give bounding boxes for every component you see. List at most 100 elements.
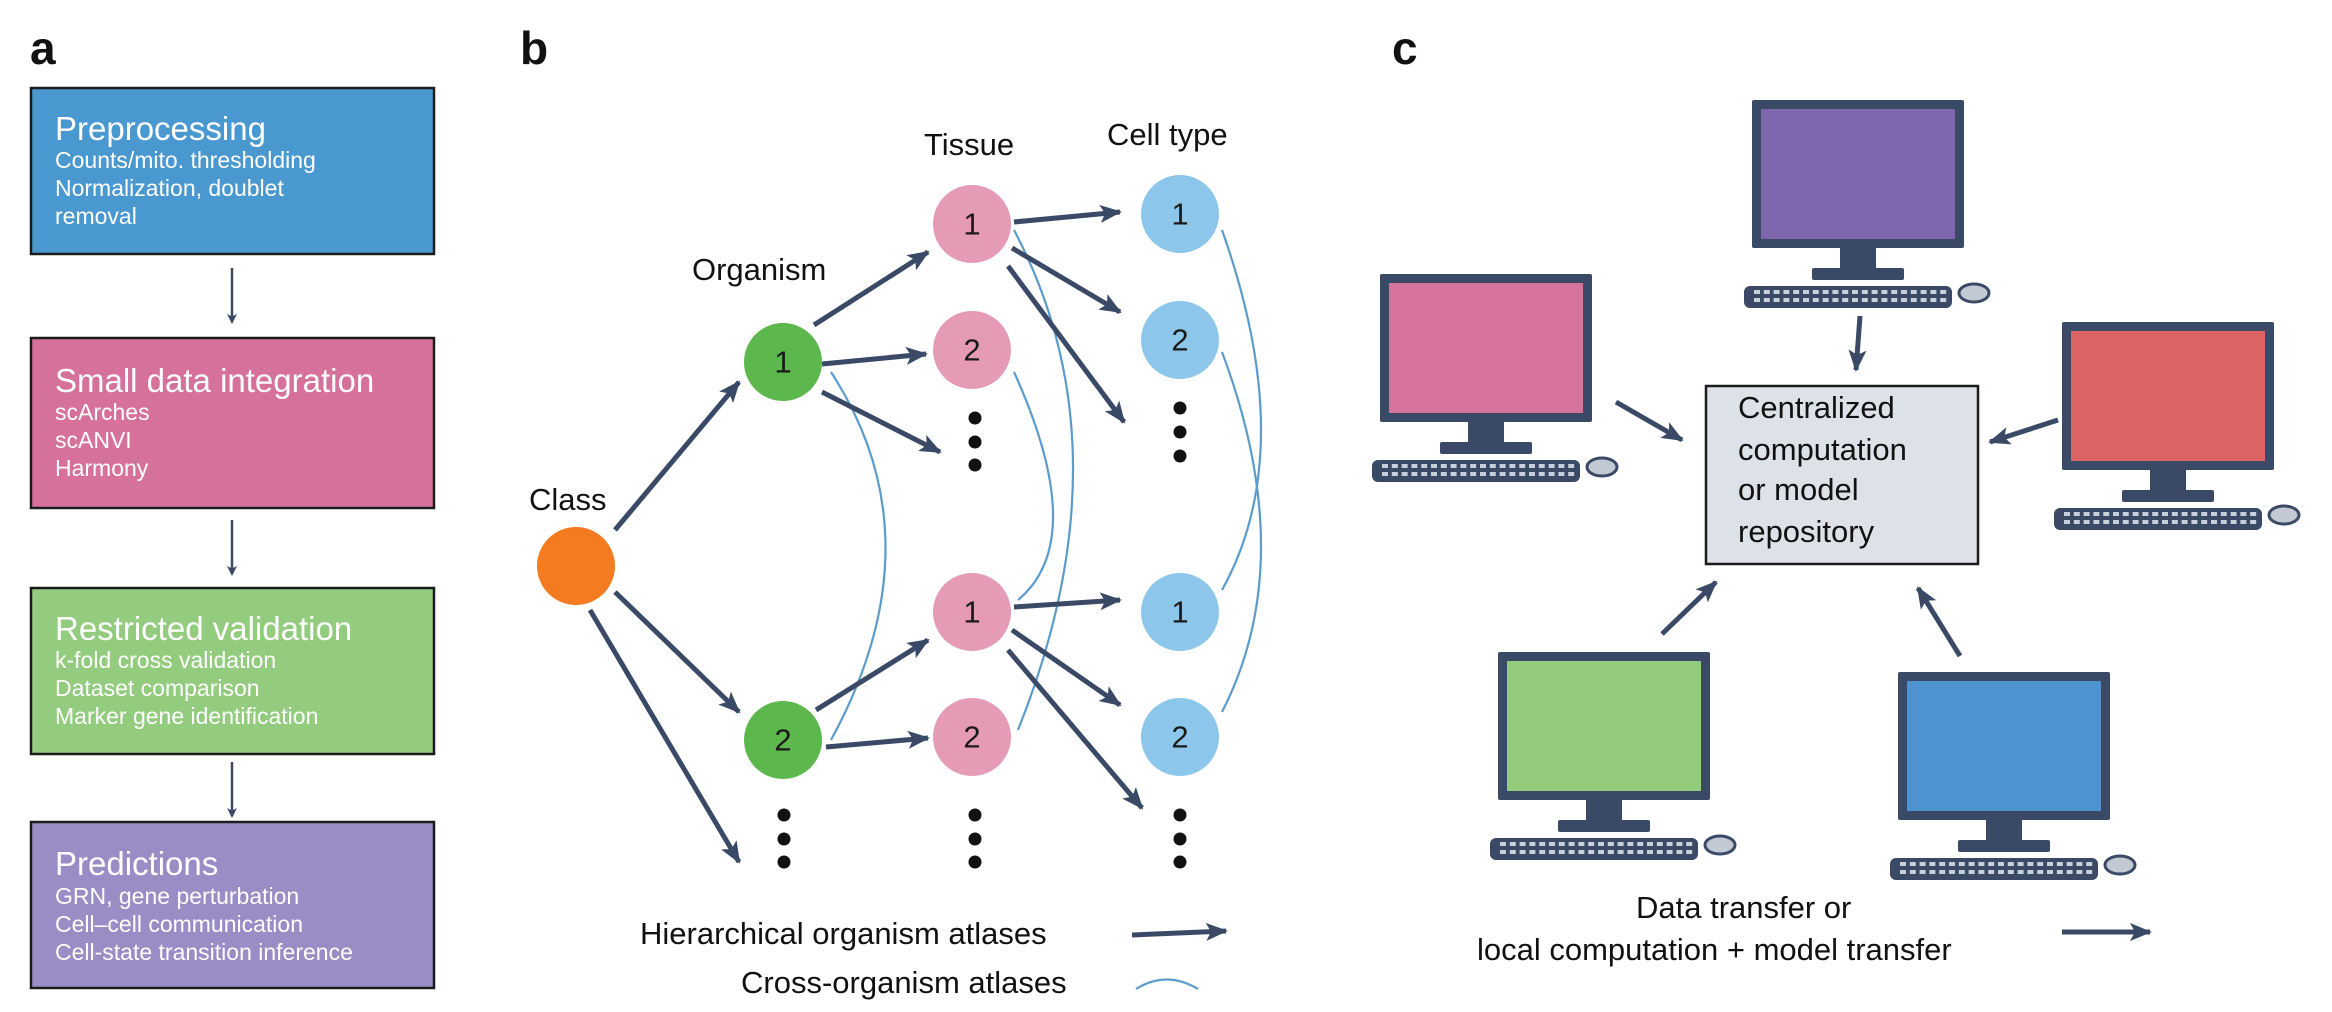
hierarchy-arrow — [821, 346, 928, 367]
monitor-icon — [1380, 274, 1592, 454]
pipeline-box-bg — [29, 820, 436, 990]
central-text-line: Centralized — [1738, 390, 1895, 425]
celltype-label: Cell type — [1107, 117, 1228, 152]
transfer-arrow — [1915, 586, 1963, 658]
pipeline-line: Cell-state transition inference — [55, 939, 353, 965]
celltype-node — [1141, 698, 1219, 776]
pipeline-box-predictions: Predictions GRN, gene perturbation Cell–… — [29, 820, 436, 990]
tissue-node — [933, 185, 1011, 263]
hierarchy-arrow — [1006, 648, 1144, 810]
hierarchy-arrow — [1010, 245, 1122, 315]
class-label: Class — [529, 482, 607, 517]
mouse-icon — [1957, 282, 1991, 304]
pipeline-line: Normalization, doublet — [55, 175, 284, 201]
monitor-icon — [1498, 652, 1710, 832]
organism-label: Organism — [692, 252, 826, 287]
node-number: 1 — [963, 595, 980, 630]
central-text-line: repository — [1738, 514, 1875, 549]
pipeline-line: Counts/mito. thresholding — [55, 147, 316, 173]
pipeline-line: GRN, gene perturbation — [55, 883, 299, 909]
keyboard-icon — [1890, 858, 2098, 880]
mouse-icon — [1703, 834, 1737, 856]
legend-c-line: local computation + model transfer — [1477, 932, 1952, 967]
panel-label-b: b — [520, 22, 548, 74]
keyboard-icon — [1744, 286, 1952, 308]
tissue-label: Tissue — [924, 127, 1014, 162]
pipeline-box-integration: Small data integration scArches scANVI H… — [29, 336, 436, 510]
node-number: 1 — [1171, 197, 1188, 232]
pipeline-box-bg — [29, 586, 436, 756]
legend-cross-curve — [1135, 978, 1199, 990]
keyboard-icon — [2054, 508, 2262, 530]
hierarchy-arrows — [587, 204, 1144, 864]
monitor-icon — [2062, 322, 2274, 502]
pipeline-box-bg — [29, 336, 436, 510]
computer-bottom-right — [1890, 672, 2137, 880]
mouse-icon — [2103, 854, 2137, 876]
node-number: 2 — [1171, 323, 1188, 358]
pipeline-line: scArches — [55, 399, 150, 425]
celltype-node — [1141, 301, 1219, 379]
hierarchy-arrow — [1010, 627, 1122, 708]
pipeline-box-preprocessing: Preprocessing Counts/mito. thresholding … — [29, 86, 436, 256]
pipeline-title: Preprocessing — [55, 110, 266, 147]
pipeline-line: k-fold cross validation — [55, 647, 276, 673]
pipeline-box-validation: Restricted validation k-fold cross valid… — [29, 586, 436, 756]
pipeline-title: Restricted validation — [55, 610, 352, 647]
celltype-node — [1141, 175, 1219, 253]
legend-b: Hierarchical organism atlases Cross-orga… — [640, 916, 1228, 1000]
ellipsis-dots — [777, 401, 1187, 869]
node-number: 2 — [1171, 720, 1188, 755]
computer-bottom-left — [1490, 652, 1737, 860]
cross-organism-curve — [1012, 371, 1055, 601]
panel-label-a: a — [30, 22, 56, 74]
tissue-node — [933, 698, 1011, 776]
central-box — [1704, 384, 1980, 566]
legend-hierarchical-label: Hierarchical organism atlases — [640, 916, 1047, 951]
computer-right — [2054, 322, 2301, 530]
computer-left — [1372, 274, 1619, 482]
transfer-arrow — [1614, 399, 1684, 443]
hierarchy-arrow — [613, 380, 741, 532]
computer-top — [1744, 100, 1991, 308]
central-text-line: computation — [1738, 432, 1907, 467]
pipeline-title: Predictions — [55, 845, 218, 882]
hierarchy-arrow — [1013, 592, 1122, 611]
hierarchy-arrow — [820, 389, 942, 455]
monitor-icon — [1898, 672, 2110, 852]
hierarchy-arrow — [587, 608, 742, 864]
hierarchy-arrow — [1013, 204, 1122, 225]
hierarchy-arrow — [1005, 264, 1127, 424]
pipeline-title: Small data integration — [55, 362, 374, 399]
node-number: 1 — [963, 207, 980, 242]
legend-hierarchical-arrow — [1131, 922, 1228, 941]
transfer-arrow — [1988, 417, 2059, 445]
legend-cross-label: Cross-organism atlases — [741, 965, 1067, 1000]
node-number: 1 — [1171, 595, 1188, 630]
node-number: 1 — [774, 345, 791, 380]
hierarchy-nodes: 1 2 1 2 1 2 1 2 1 2 — [537, 175, 1219, 779]
organism-node — [744, 701, 822, 779]
cross-organism-curve — [1220, 351, 1263, 713]
mouse-icon — [1585, 456, 1619, 478]
transfer-arrows — [1614, 315, 2059, 658]
tissue-node — [933, 573, 1011, 651]
class-node — [537, 527, 615, 605]
cross-organism-curve — [1013, 229, 1075, 731]
organism-node — [744, 323, 822, 401]
keyboard-icon — [1372, 460, 1580, 482]
monitor-icon — [1752, 100, 1964, 280]
pipeline-box-bg — [29, 86, 436, 256]
pipeline-line: scANVI — [55, 427, 132, 453]
panel-label-c: c — [1392, 22, 1418, 74]
node-number: 2 — [774, 723, 791, 758]
hierarchy-arrow — [825, 730, 930, 750]
pipeline-line: Cell–cell communication — [55, 911, 303, 937]
transfer-arrow — [1660, 580, 1718, 636]
keyboard-icon — [1490, 838, 1698, 860]
hierarchy-arrow — [812, 249, 930, 328]
node-number: 2 — [963, 333, 980, 368]
pipeline-line: removal — [55, 203, 137, 229]
celltype-node — [1141, 573, 1219, 651]
